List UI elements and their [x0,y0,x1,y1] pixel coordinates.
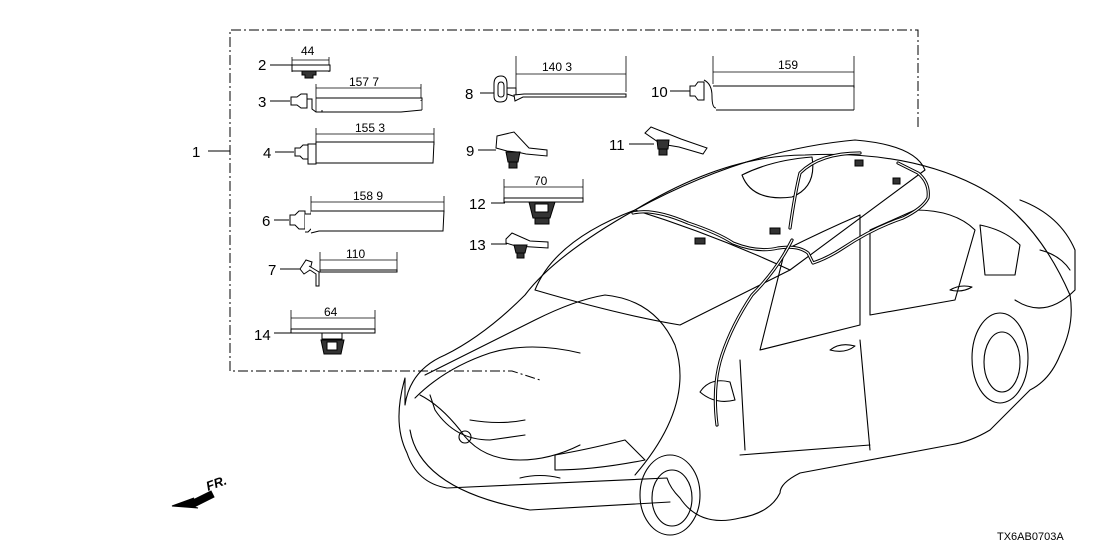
dimension-158-9: 158 9 [353,189,383,203]
callout-3-number: 3 [258,94,266,111]
part-4[interactable]: 4 155 3 [263,121,435,165]
dimension-155-3: 155 3 [355,121,385,135]
dimension-157-7: 157 7 [349,75,379,89]
dimension-159: 159 [778,58,798,72]
callout-10-number: 10 [651,84,668,101]
diagram-code: TX6AB0703A [997,531,1064,543]
part-8[interactable]: 8 140 3 [465,56,627,103]
callout-13-number: 13 [469,237,486,254]
front-marker-label: FR. [204,473,229,494]
part-6[interactable]: 6 158 9 [262,189,445,234]
part-2[interactable]: 2 44 [258,44,331,79]
car-body [398,139,1076,536]
dimension-140-3: 140 3 [542,60,572,74]
callout-12-number: 12 [469,196,486,213]
callout-8-number: 8 [465,86,473,103]
roof-wire-harness [631,151,930,427]
dimension-110: 110 [346,247,365,261]
part-7[interactable]: 7 110 [268,247,398,287]
callout-9-number: 9 [466,143,474,160]
front-arrow-icon [171,490,215,509]
callout-2-number: 2 [258,57,266,74]
front-direction-arrow: FR. [171,473,229,509]
callout-14-number: 14 [254,327,271,344]
dimension-70: 70 [534,174,548,188]
part-10[interactable]: 10 159 [651,56,855,111]
callout-11-number: 11 [609,137,625,154]
dimension-44: 44 [301,44,315,58]
part-9[interactable]: 9 [466,131,548,169]
callout-1-number: 1 [192,144,200,161]
parts-group-box [229,29,919,381]
callout-7-number: 7 [268,262,276,279]
callout-4-number: 4 [263,145,271,162]
part-3[interactable]: 3 157 7 [258,75,423,113]
dimension-64: 64 [324,305,338,319]
part-11[interactable]: 11 [609,126,708,156]
callout-1[interactable]: 1 [192,144,230,161]
part-12[interactable]: 12 70 [469,174,584,225]
part-14[interactable]: 14 64 [254,305,376,355]
callout-6-number: 6 [262,213,270,230]
part-13[interactable]: 13 [469,232,549,259]
